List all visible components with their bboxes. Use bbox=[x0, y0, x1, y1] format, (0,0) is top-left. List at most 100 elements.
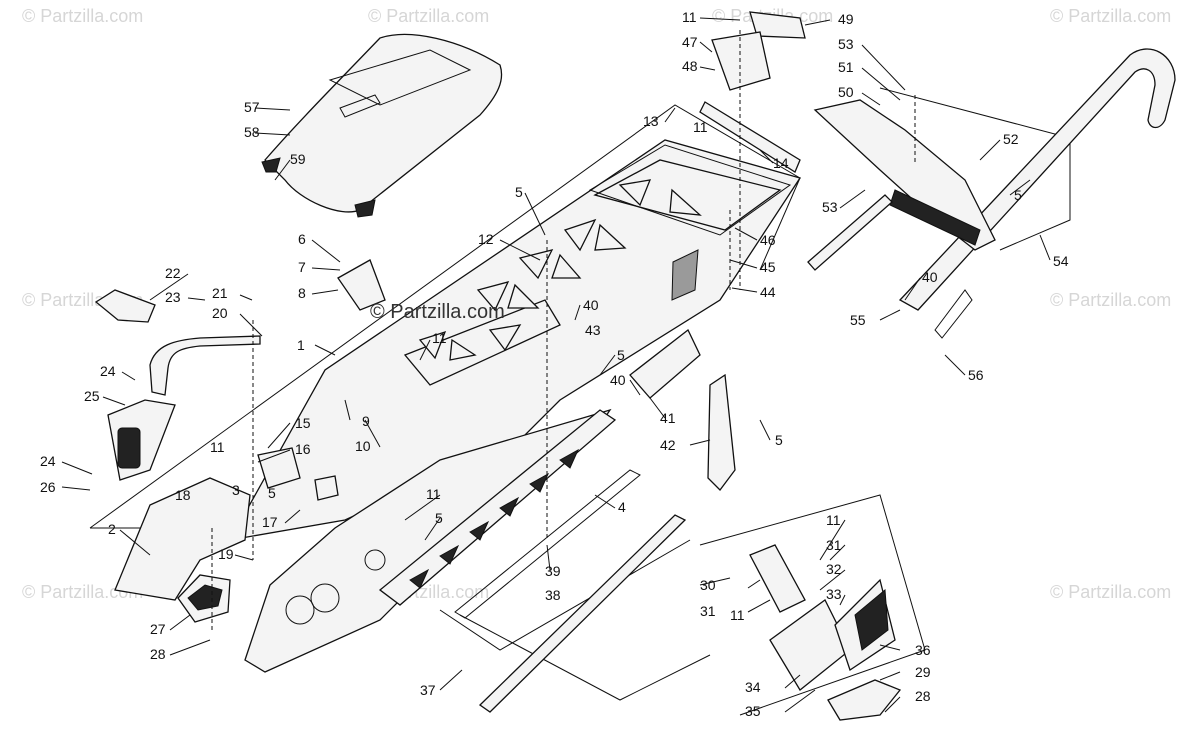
callout-28: 28 bbox=[150, 646, 166, 662]
callout-11: 11 bbox=[693, 119, 708, 135]
callout-11: 11 bbox=[826, 512, 841, 528]
callout-43: 43 bbox=[585, 322, 601, 338]
trim-strip bbox=[699, 101, 801, 173]
callout-56: 56 bbox=[968, 367, 984, 383]
callout-11: 11 bbox=[210, 439, 225, 455]
watermark: © Partzilla.com bbox=[1050, 6, 1171, 26]
callout-33: 33 bbox=[826, 586, 842, 602]
callout-53: 53 bbox=[838, 36, 854, 52]
upper-bracket bbox=[337, 259, 386, 311]
callout-42: 42 bbox=[660, 437, 676, 453]
callout-3: 3 bbox=[232, 482, 240, 498]
right-side-panel bbox=[629, 328, 736, 491]
callout-31: 31 bbox=[700, 603, 716, 619]
callout-5: 5 bbox=[617, 347, 625, 363]
callout-6: 6 bbox=[298, 231, 306, 247]
callout-28: 28 bbox=[915, 688, 931, 704]
callout-8: 8 bbox=[298, 285, 306, 301]
callout-5: 5 bbox=[1014, 187, 1022, 203]
callout-21: 21 bbox=[212, 285, 228, 301]
tunnel-cutouts bbox=[418, 179, 702, 361]
foot-step-left bbox=[177, 574, 231, 623]
callout-27: 27 bbox=[150, 621, 166, 637]
rear-right-panel bbox=[749, 544, 902, 721]
callout-45: 45 bbox=[760, 259, 776, 275]
callout-47: 47 bbox=[682, 34, 698, 50]
leader-lines bbox=[61, 17, 1051, 713]
callout-35: 35 bbox=[745, 703, 761, 719]
callout-31: 31 bbox=[826, 537, 842, 553]
callout-55: 55 bbox=[850, 312, 866, 328]
watermark: © Partzilla.com bbox=[22, 6, 143, 26]
callout-39: 39 bbox=[545, 563, 561, 579]
callout-40: 40 bbox=[583, 297, 599, 313]
center-watermark: © Partzilla.com bbox=[370, 301, 505, 323]
callout-18: 18 bbox=[175, 487, 191, 503]
tunnel bbox=[228, 139, 802, 541]
callout-19: 19 bbox=[218, 546, 234, 562]
side-rail bbox=[807, 194, 893, 271]
callout-24: 24 bbox=[100, 363, 116, 379]
callout-15: 15 bbox=[295, 415, 311, 431]
watermark: © Partzilla.com bbox=[368, 6, 489, 26]
callout-10: 10 bbox=[355, 438, 371, 454]
callout-11: 11 bbox=[730, 607, 745, 623]
callout-59: 59 bbox=[290, 151, 306, 167]
callout-38: 38 bbox=[545, 587, 561, 603]
callout-24: 24 bbox=[40, 453, 56, 469]
callout-57: 57 bbox=[244, 99, 260, 115]
callout-58: 58 bbox=[244, 124, 260, 140]
callout-11: 11 bbox=[432, 330, 447, 346]
callout-53: 53 bbox=[822, 199, 838, 215]
callout-36: 36 bbox=[915, 642, 931, 658]
side-vent bbox=[107, 399, 176, 481]
callout-2: 2 bbox=[108, 521, 116, 537]
callout-5: 5 bbox=[515, 184, 523, 200]
hood-cap bbox=[94, 289, 156, 323]
seat bbox=[261, 33, 503, 218]
callout-9: 9 bbox=[362, 413, 370, 429]
callout-22: 22 bbox=[165, 265, 181, 281]
rods bbox=[454, 469, 687, 713]
callout-40: 40 bbox=[610, 372, 626, 388]
callout-20: 20 bbox=[212, 305, 228, 321]
callout-23: 23 bbox=[165, 289, 181, 305]
callout-30: 30 bbox=[700, 577, 716, 593]
callout-29: 29 bbox=[915, 664, 931, 680]
rear-bracket bbox=[711, 11, 806, 91]
running-board bbox=[378, 409, 617, 606]
watermark: © Partzilla.com bbox=[1050, 582, 1171, 602]
callout-5: 5 bbox=[268, 485, 276, 501]
callout-26: 26 bbox=[40, 479, 56, 495]
callout-41: 41 bbox=[660, 410, 676, 426]
callout-51: 51 bbox=[838, 59, 854, 75]
callout-49: 49 bbox=[838, 11, 854, 27]
callout-25: 25 bbox=[84, 388, 100, 404]
callout-4: 4 bbox=[618, 499, 626, 515]
callout-50: 50 bbox=[838, 84, 854, 100]
callout-12: 12 bbox=[478, 231, 494, 247]
bumper bbox=[149, 335, 261, 396]
front-left-bracket bbox=[114, 477, 251, 601]
callout-labels: 57 58 59 22 23 21 20 1 24 25 24 26 2 18 … bbox=[40, 9, 1069, 719]
callout-11: 11 bbox=[426, 486, 441, 502]
callout-44: 44 bbox=[760, 284, 776, 300]
callout-5: 5 bbox=[775, 432, 783, 448]
hardware-lines bbox=[211, 30, 916, 630]
watermark: © Partzilla.com bbox=[22, 582, 143, 602]
callout-17: 17 bbox=[262, 514, 278, 530]
callout-37: 37 bbox=[420, 682, 436, 698]
callout-54: 54 bbox=[1053, 253, 1069, 269]
rear-flap bbox=[813, 99, 996, 251]
callout-52: 52 bbox=[1003, 131, 1019, 147]
callout-1: 1 bbox=[297, 337, 305, 353]
callout-16: 16 bbox=[295, 441, 311, 457]
callout-34: 34 bbox=[745, 679, 761, 695]
watermark: © Partzilla.com bbox=[1050, 290, 1171, 310]
callout-46: 46 bbox=[760, 232, 776, 248]
callout-14: 14 bbox=[773, 155, 789, 171]
callout-40: 40 bbox=[922, 269, 938, 285]
callout-32: 32 bbox=[826, 561, 842, 577]
callout-48: 48 bbox=[682, 58, 698, 74]
